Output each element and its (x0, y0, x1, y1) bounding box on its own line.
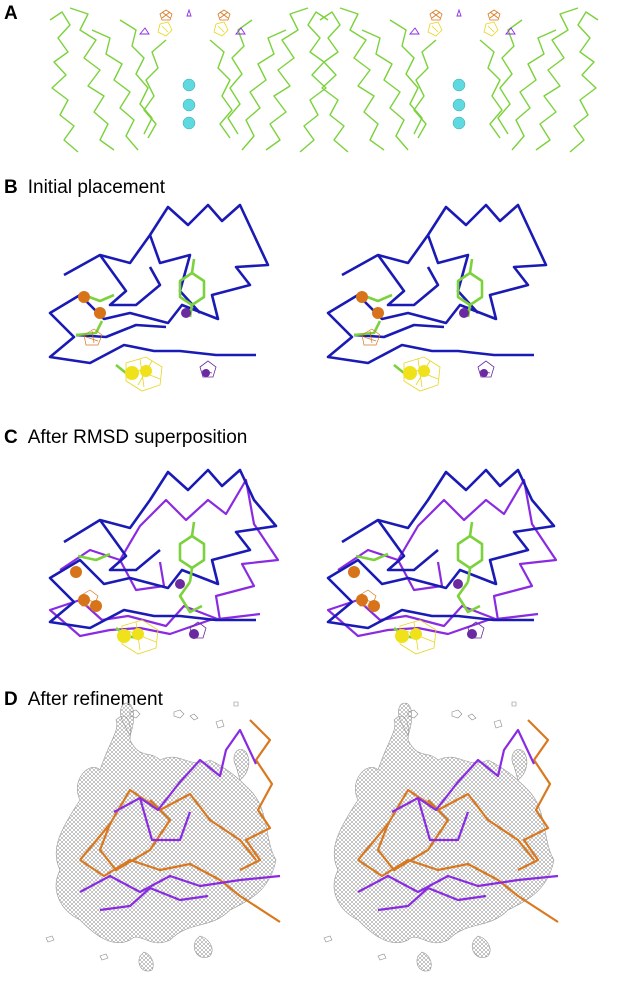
panel-letter: C (4, 427, 18, 448)
panel-a-right-view (319, 7, 599, 153)
panel-label-a: A (4, 4, 28, 23)
panel-d-right-view (322, 700, 560, 973)
panel-d-stereo-figure (44, 700, 560, 973)
panel-b-left-view (48, 203, 270, 393)
panel-title: After RMSD superposition (27, 427, 248, 448)
panel-letter: B (4, 177, 18, 198)
panel-b-right-view (326, 203, 548, 393)
panel-a-stereo-figure (49, 7, 599, 153)
panel-label-b: B Initial placement (4, 178, 165, 197)
panel-c-left-view (48, 468, 280, 656)
panel-title: Initial placement (27, 177, 166, 198)
panel-a-left-view (49, 7, 329, 153)
panel-label-c: C After RMSD superposition (4, 428, 247, 447)
panel-d-left-view (44, 700, 282, 973)
panel-c-stereo-figure (48, 468, 558, 656)
panel-b-stereo-figure (48, 203, 548, 393)
panel-letter: A (4, 3, 18, 24)
panel-c-right-view (326, 468, 558, 656)
panel-letter: D (4, 689, 18, 710)
